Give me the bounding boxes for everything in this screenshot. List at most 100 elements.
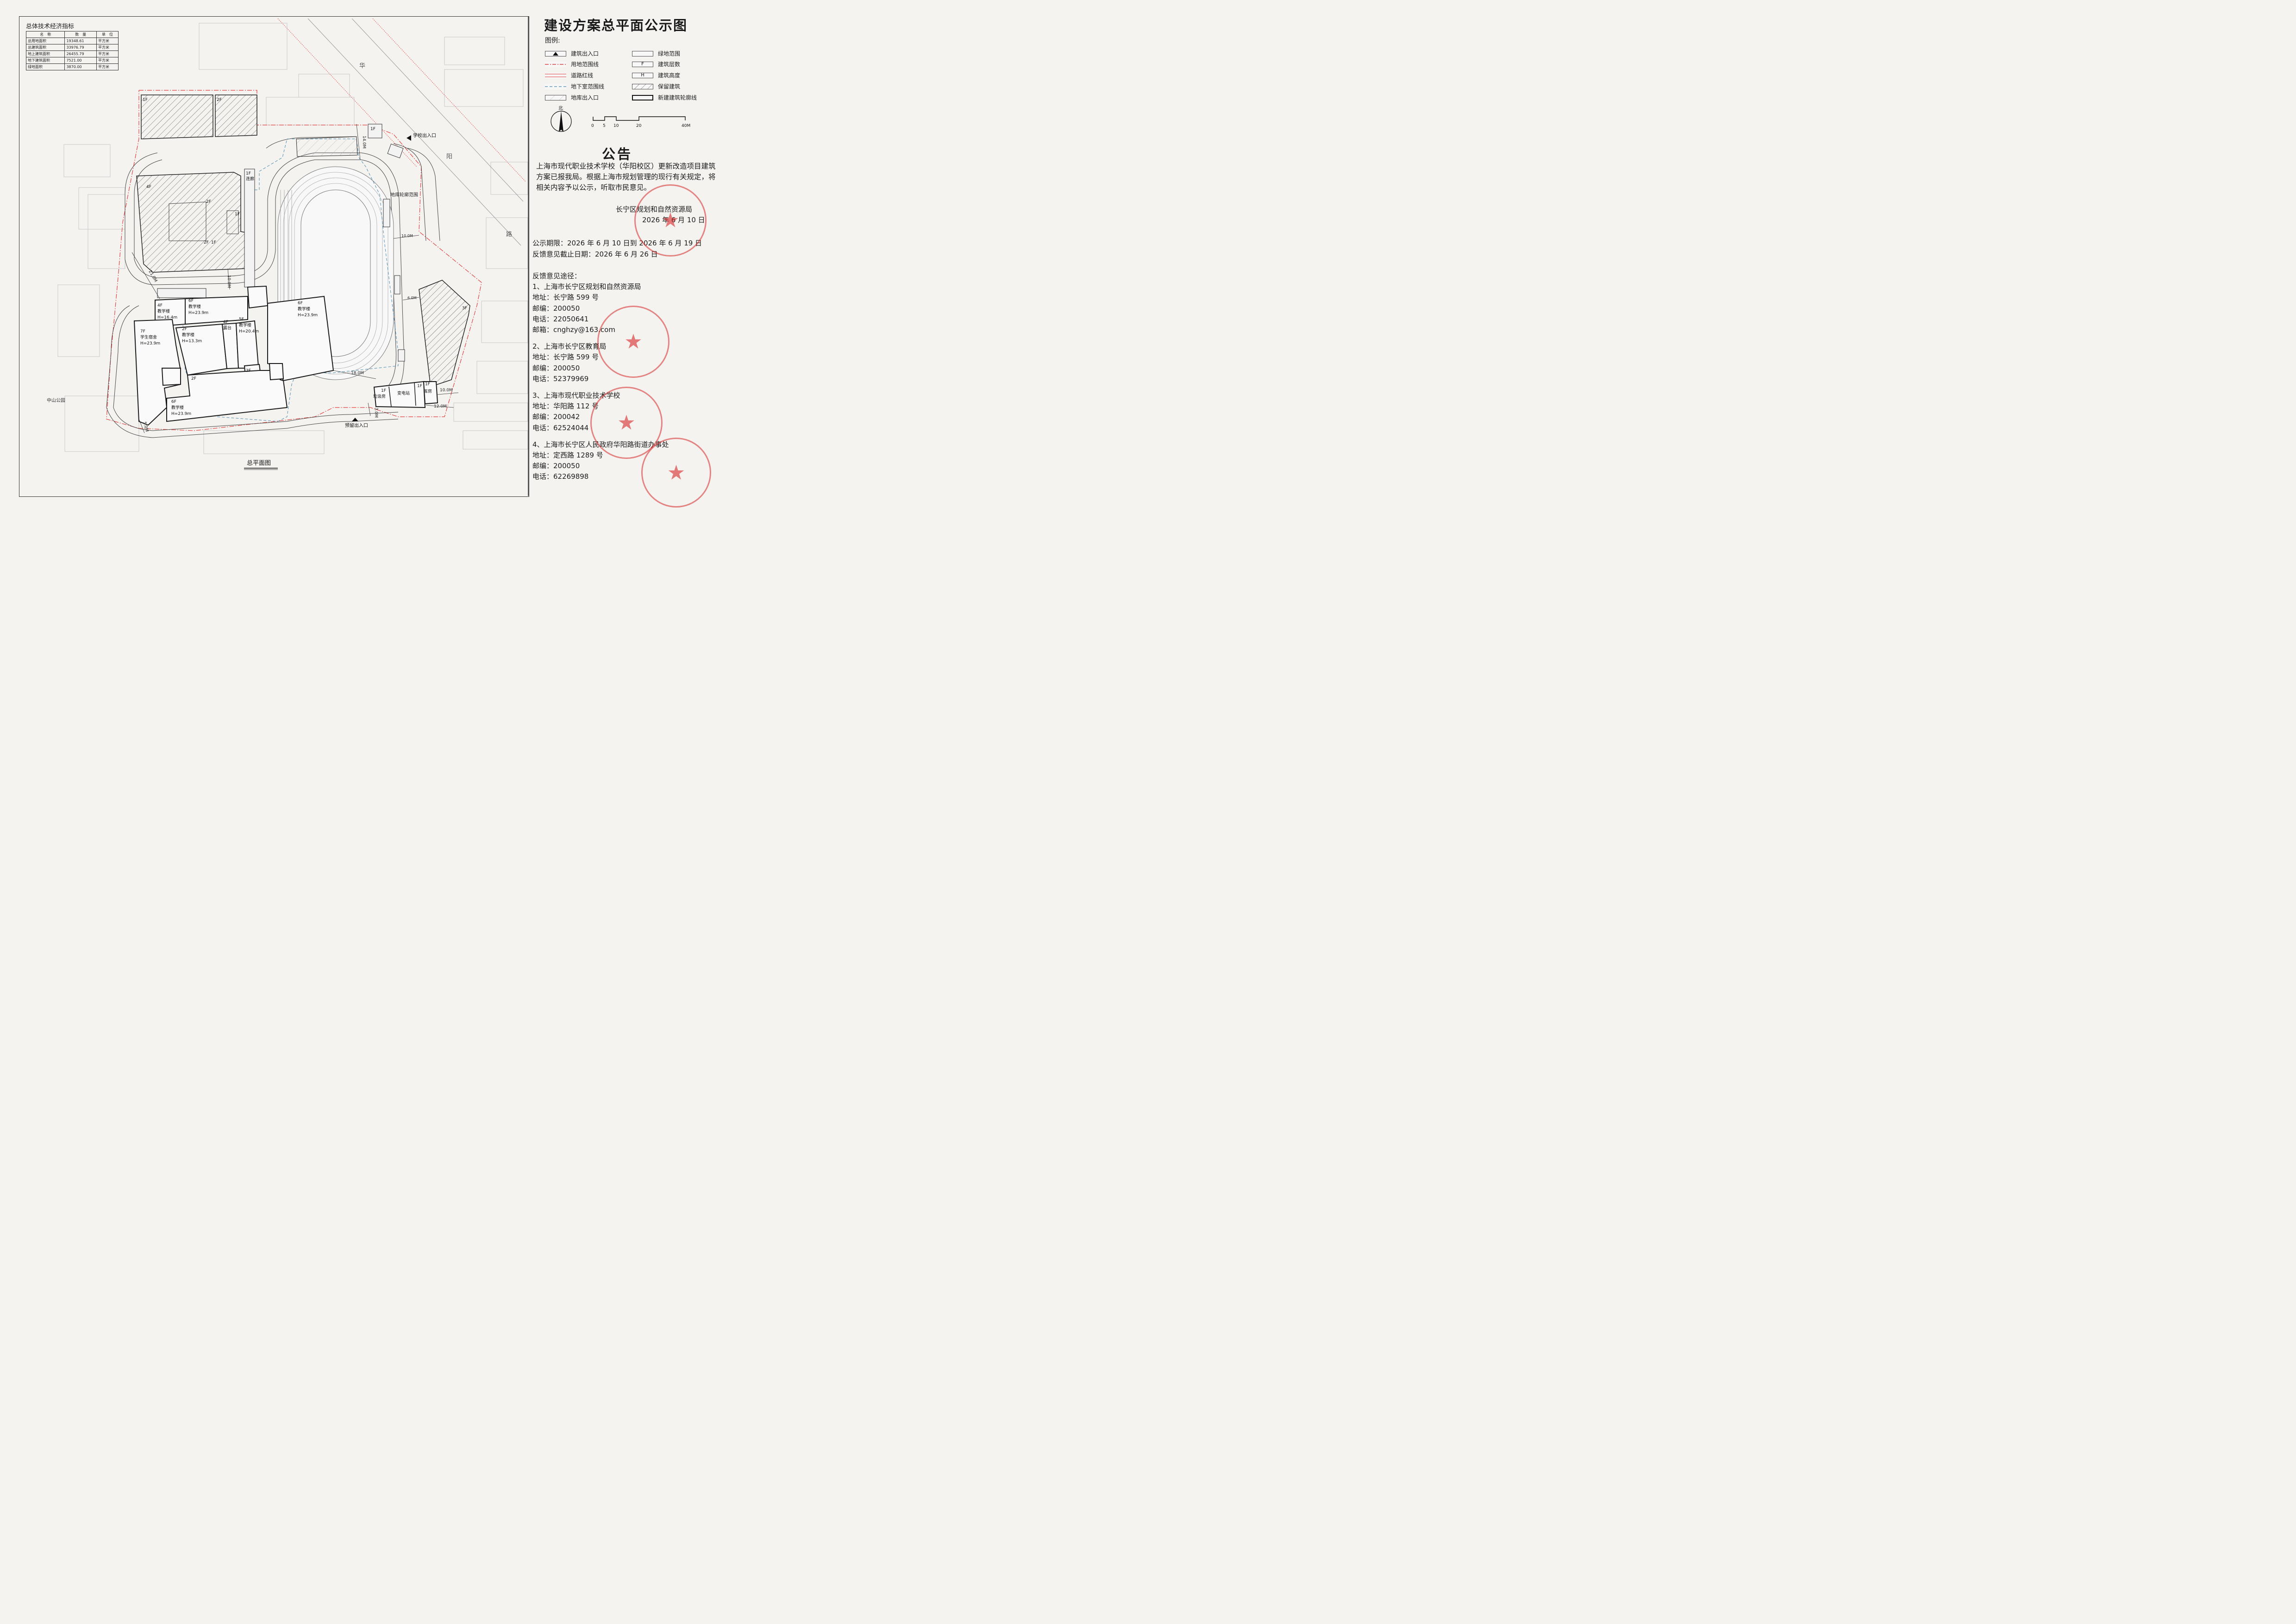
b8-label: 1F <box>211 240 216 245</box>
b21-label: 变电站 <box>397 390 410 396</box>
contact-2-address: 地址：长宁路 599 号 <box>532 353 599 362</box>
table-row: 地下建筑面积 7521.00 平方米 <box>25 57 119 64</box>
legend-label: 建筑层数 <box>658 61 681 68</box>
contact-3-phone: 电话：62524044 <box>532 423 589 432</box>
b18-height: H=23.9m <box>171 412 191 416</box>
legend-item: 地下室范围线 <box>545 82 604 90</box>
contact-2-postcode: 邮编：200050 <box>532 364 580 372</box>
b18-name: 教学楼 <box>171 405 184 410</box>
north-label: 北 <box>558 106 563 111</box>
contact-1-phone: 电话：22050641 <box>532 314 589 323</box>
b19-label: 3F <box>462 306 467 311</box>
contact-4-address: 地址：定西路 1289 号 <box>532 451 603 460</box>
table-row: 总建筑面积 33976.79 平方米 <box>25 44 119 51</box>
legend-label: 地库出入口 <box>571 94 599 101</box>
scale-bar <box>593 116 686 121</box>
legend-label: 道路红线 <box>571 72 594 79</box>
row-name: 地下建筑面积 <box>25 57 65 64</box>
b22-label: 1F <box>417 384 422 389</box>
table-row: 绿地面积 3870.00 平方米 <box>25 63 119 70</box>
b10-name: 教学楼 <box>188 304 201 309</box>
b10-floor: 6F <box>188 299 194 303</box>
b5-label: 2F <box>206 200 211 204</box>
b7-label: 2F <box>204 240 209 245</box>
legend-label: 新建建筑轮廓线 <box>658 94 697 101</box>
dim-14m: 14.0M <box>362 136 366 149</box>
legend-item: 建筑出入口 <box>545 50 599 57</box>
scale-20: 20 <box>636 124 642 128</box>
row-value: 19348.61 <box>64 38 97 44</box>
internal-road <box>106 136 440 438</box>
dim-6m: 6.0M <box>407 296 417 300</box>
height-icon: H <box>632 72 653 78</box>
b3-label: 1F <box>370 127 375 132</box>
notice-deadline: 反馈意见截止日期：2026 年 6 月 26 日 <box>532 250 658 258</box>
seal-education-bureau: ★ <box>597 306 669 378</box>
drawing-frame <box>19 16 529 497</box>
channels-heading: 反馈意见途径： <box>532 272 582 280</box>
contact-4-postcode: 邮编：200050 <box>532 462 580 470</box>
contact-3-name: 3、上海市现代职业技术学校 <box>532 391 620 400</box>
scale-0: 0 <box>591 124 594 128</box>
b23-floor: 1F <box>425 382 430 387</box>
b20-floor: 1F <box>381 389 386 393</box>
dim-10m-c: 10.0M <box>440 388 453 393</box>
huayang-road <box>277 18 526 246</box>
dim-10m-a: 10.0M <box>226 275 231 288</box>
contact-2-name: 2、上海市长宁区教育局 <box>532 342 607 351</box>
b13-height: H=13.3m <box>182 339 202 344</box>
legend-item: 绿地范围 <box>632 50 680 57</box>
row-unit: 平方米 <box>96 44 119 51</box>
legend-label: 用地范围线 <box>571 61 599 68</box>
corridor-label: 连廊 <box>246 176 254 182</box>
row-unit: 平方米 <box>96 50 119 57</box>
contact-1-address: 地址：长宁路 599 号 <box>532 293 599 302</box>
dim-3m: 3.0M <box>374 408 378 418</box>
row-name: 总用地面积 <box>25 38 65 44</box>
legend-label: 建筑出入口 <box>571 50 599 57</box>
b14-floor: 4F <box>223 320 228 325</box>
park-label: 中山公园 <box>47 397 65 403</box>
b11-name: 教学楼 <box>298 306 310 312</box>
row-name: 绿地面积 <box>25 63 65 70</box>
legend-item: 用地范围线 <box>545 60 599 68</box>
b15-height: H=20.4m <box>239 329 259 334</box>
legend-item: 地库出入口 <box>545 94 599 101</box>
row-unit: 平方米 <box>96 38 119 44</box>
b13-floor: 2F <box>182 327 187 332</box>
new-building-outline-icon <box>632 94 653 100</box>
red-dash-line-icon <box>545 61 566 67</box>
basement-line-icon <box>545 83 566 89</box>
garage-entrance-icon <box>545 94 566 100</box>
road-redline-icon <box>545 72 566 78</box>
b6-label: 1F <box>235 212 240 217</box>
row-value: 33976.79 <box>64 44 97 51</box>
b15-name: 教学楼 <box>239 322 251 328</box>
contact-1-email: 邮箱：cnghzy@163.com <box>532 326 615 334</box>
row-name: 地上建筑面积 <box>25 50 65 57</box>
col-unit: 单 位 <box>96 31 119 38</box>
legend-item: 保留建筑 <box>632 82 680 90</box>
new-buildings <box>133 285 438 426</box>
table-row: 地上建筑面积 26455.79 平方米 <box>25 50 119 57</box>
legend-item: F 建筑层数 <box>632 60 680 68</box>
indicator-table: 名 称 数 量 单 位 总用地面积 19348.61 平方米 总建筑面积 339… <box>25 31 119 70</box>
school-entrance-label: 学校出入口 <box>413 132 436 138</box>
b23-name: 库房 <box>424 389 432 394</box>
legend-item: H 建筑高度 <box>632 71 680 79</box>
contact-3-address: 地址：华阳路 112 号 <box>532 402 599 411</box>
plan-caption: 总平面图 <box>247 460 271 467</box>
school-entrance-icon <box>407 135 411 141</box>
dim-10m-b: 10.0M <box>401 234 413 238</box>
contact-2-phone: 电话：52379969 <box>532 374 589 383</box>
north-arrow-icon <box>551 111 572 132</box>
notice-paragraph: 上海市现代职业技术学校（华阳校区）更新改造项目建筑方案已报我局。根据上海市规划管… <box>536 162 716 192</box>
legend-item: 新建建筑轮廓线 <box>632 94 697 101</box>
col-value: 数 量 <box>64 31 97 38</box>
legend-label: 保留建筑 <box>658 83 681 90</box>
triangle-icon <box>545 50 566 56</box>
hatch-icon <box>632 83 653 89</box>
b11-height: H=23.9m <box>298 313 318 318</box>
b9-height: H=16.4m <box>157 315 177 320</box>
row-value: 26455.79 <box>64 50 97 57</box>
